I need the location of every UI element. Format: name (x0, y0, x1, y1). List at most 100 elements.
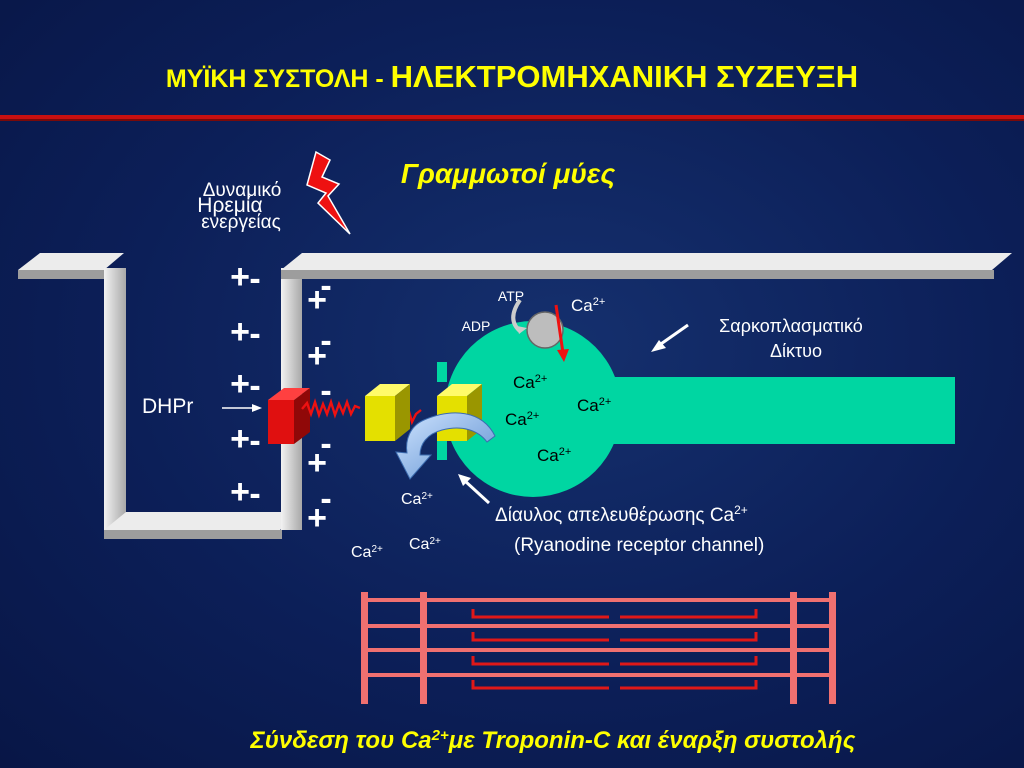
sr-terminal-cisterna (445, 321, 621, 497)
plus-sign: + (307, 337, 327, 375)
thick-filament (471, 632, 758, 642)
minus-sign: - (249, 367, 260, 405)
ryr-left-side (395, 384, 410, 441)
dhpr-label: DHPr (142, 395, 193, 418)
ryr-label-line1-sup: 2+ (734, 503, 748, 517)
ca-ion-charge: 2+ (371, 544, 383, 555)
sr-label-line2: Δίκτυο (770, 341, 822, 361)
action-potential-label-line1: Δυναμικό (203, 180, 282, 201)
inner-minus-signs: - - - - - (320, 267, 331, 518)
ca-ion-base: Ca (409, 536, 430, 553)
outer-minus-signs: - - - - - (249, 260, 260, 513)
sarcoplasmic-reticulum (437, 321, 955, 497)
dhpr-top (268, 388, 310, 400)
sr-label-line1: Σαρκοπλασματικό (719, 316, 863, 336)
minus-sign: - (249, 475, 260, 513)
membrane-top-right-face (281, 253, 1012, 270)
ca-ion-label: Ca2+ (401, 491, 433, 509)
plus-sign: + (230, 258, 250, 296)
ca-ion-base: Ca (571, 296, 593, 315)
ca-ion-label: Ca2+ (513, 373, 547, 392)
minus-sign: - (249, 422, 260, 460)
atp-adp-arrowhead (517, 326, 527, 334)
dhpr-side (294, 388, 310, 444)
calcium-ions: Ca2+ Ca2+ Ca2+ Ca2+ Ca2+ Ca2+ Ca2+ Ca2+ (351, 296, 611, 561)
ca-ion-base: Ca (577, 396, 599, 415)
ca-ion-charge: 2+ (599, 396, 612, 408)
sarcolemma-membrane (18, 253, 1012, 539)
ca-uptake-arrow (554, 304, 565, 354)
plus-sign: + (307, 499, 327, 537)
plus-sign: + (230, 420, 250, 458)
bottom-caption-post: με Troponin-C και έναρξη συστολής (448, 727, 856, 754)
ryr-label-line1: Δίαυλος απελευθέρωσης Ca2+ (495, 503, 748, 526)
title-rule-shadow (0, 119, 1024, 121)
dhpr-receptor (268, 388, 310, 444)
ca-ion-charge: 2+ (429, 536, 441, 547)
minus-sign: - (249, 260, 260, 298)
ca-ion-base: Ca (351, 544, 372, 561)
ca-uptake-arrowhead (557, 349, 569, 362)
t-tubule-left-wall (104, 268, 126, 530)
resting-potential-label: Ηρεμία (197, 194, 262, 217)
ca-ion-charge: 2+ (559, 446, 572, 458)
ca-ion-charge: 2+ (593, 296, 606, 308)
ca-ion-base: Ca (513, 373, 535, 392)
ca-atpase-pump (511, 298, 569, 362)
membrane-top-left-edge (18, 270, 106, 279)
thin-filament (361, 648, 836, 652)
adp-label: ADP (462, 318, 491, 334)
ca-ion-charge: 2+ (421, 491, 433, 502)
dhpr-front (268, 400, 294, 444)
dhpr-pointer-arrowhead (252, 404, 262, 412)
atp-label: ATP (498, 288, 524, 304)
plus-sign: + (307, 444, 327, 482)
inner-plus-signs: + + + + (307, 281, 327, 537)
membrane-charges: + + + + + - - - - - - - - - - + + + + (230, 258, 332, 537)
bottom-caption-pre: Σύνδεση του Ca (250, 727, 432, 754)
thick-filament (471, 609, 758, 619)
lightning-bolt-icon (306, 150, 351, 235)
subtitle: Γραμμωτοί μύες (401, 158, 615, 189)
membrane-top-right-edge (281, 270, 994, 279)
ca-ion-label: Ca2+ (537, 446, 571, 465)
ca-ion-label: Ca2+ (409, 536, 441, 554)
minus-sign: - (320, 425, 331, 463)
thin-filament (361, 673, 836, 677)
minus-sign: - (249, 315, 260, 353)
minus-sign: - (320, 480, 331, 518)
plus-sign: + (230, 473, 250, 511)
sr-pointer-arrowhead (651, 340, 666, 352)
bottom-caption: Σύνδεση του Ca2+με Troponin-C και έναρξη… (250, 727, 856, 755)
ca-ion-charge: 2+ (527, 410, 540, 422)
slide-title: ΜΥΪΚΗ ΣΥΣΤΟΛΗ - ΗΛΕΚΤΡΟΜΗΧΑΝΙΚΗ ΣΥΖΕΥΞΗ (166, 59, 858, 94)
bottom-caption-sup: 2+ (431, 727, 449, 744)
plus-sign: + (230, 313, 250, 351)
ryr-pointer-arrowhead (458, 474, 471, 486)
minus-sign: - (320, 267, 331, 305)
ca-ion-label: Ca2+ (351, 544, 383, 562)
slide-title-part1: ΜΥΪΚΗ ΣΥΣΤΟΛΗ - (166, 65, 391, 93)
ca-ion-base: Ca (505, 410, 527, 429)
ca-release-arrow-icon (395, 412, 496, 480)
coupling-squiggle-left (301, 398, 361, 419)
ca-ion-base: Ca (401, 491, 422, 508)
minus-sign: - (320, 322, 331, 360)
action-potential-label-line2: ενεργείας (201, 212, 281, 233)
pump-body (526, 311, 564, 349)
membrane-top-left-face (18, 253, 124, 270)
plus-sign: + (307, 281, 327, 319)
ca-ion-label: Ca2+ (571, 296, 605, 315)
minus-sign: - (320, 372, 331, 410)
ca-ion-label: Ca2+ (505, 410, 539, 429)
t-tubule-bottom-edge (104, 530, 282, 539)
ryr-left-front (365, 396, 395, 441)
sr-tubule (540, 377, 955, 444)
title-rule (0, 115, 1024, 119)
outer-plus-signs: + + + + + (230, 258, 250, 511)
sr-pointer-line (657, 323, 689, 348)
thin-filament (361, 624, 836, 628)
ryr-pointer-line (463, 479, 491, 505)
t-tubule-bottom-face (104, 512, 302, 530)
